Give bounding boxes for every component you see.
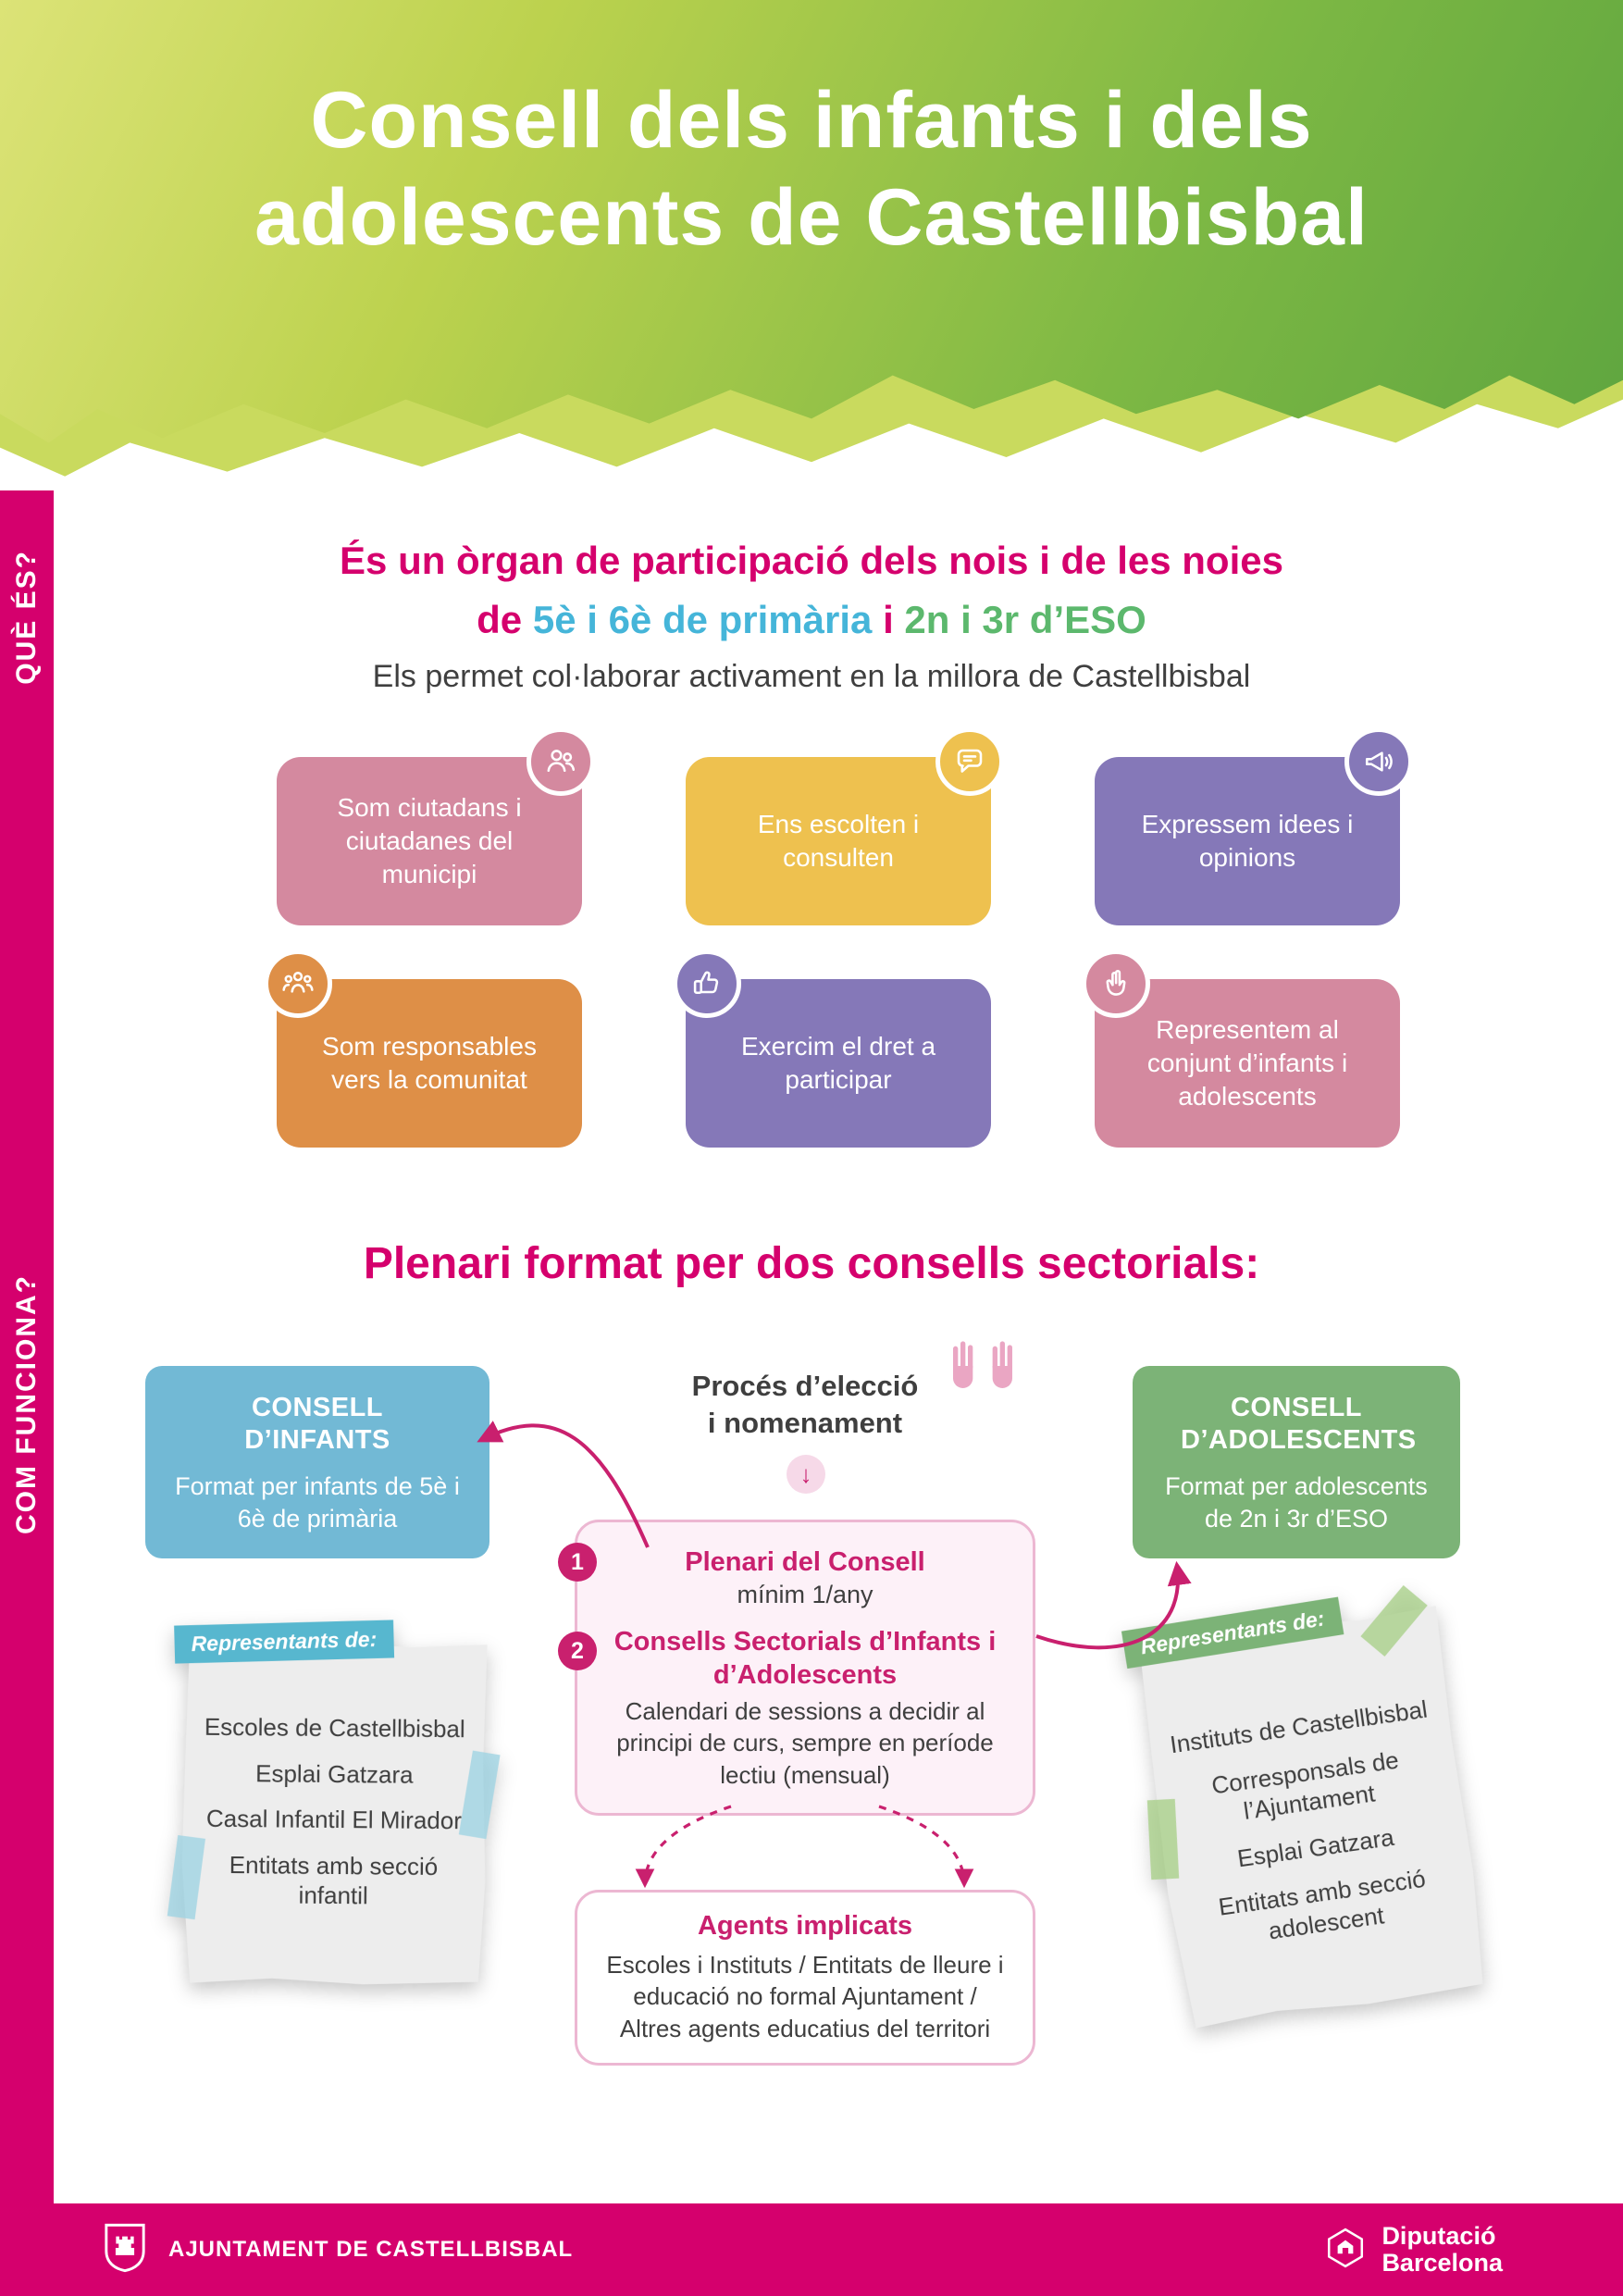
card-expressem: Expressem idees i opinions bbox=[1095, 727, 1413, 925]
plenari-box: 1 2 Plenari del Consell mínim 1/any Cons… bbox=[558, 1520, 1035, 1817]
representants-adolescents-list: Instituts de Castellbisbal Corresponsals… bbox=[1159, 1678, 1465, 1972]
card-representem: Representem al conjunt d’infants i adole… bbox=[1082, 949, 1400, 1148]
card-expressem-label: Expressem idees i opinions bbox=[1141, 810, 1354, 872]
card-escolten: Ens escolten i consulten bbox=[686, 727, 1004, 925]
consell-infants-box: CONSELL D’INFANTS Format per infants de … bbox=[145, 1366, 489, 1558]
consell-adolescents-desc: Format per adolescents de 2n i 3r d’ESO bbox=[1165, 1471, 1428, 1533]
value-cards: Som ciutadans i ciutadanes del municipi … bbox=[54, 727, 1623, 1201]
plenari-item2-sub: Calendari de sessions a decidir al princ… bbox=[616, 1697, 994, 1789]
card-responsables: Som responsables vers la comunitat bbox=[264, 949, 582, 1148]
consell-adolescents-title: CONSELL D’ADOLESCENTS bbox=[1181, 1393, 1417, 1456]
left-section-strip: QUÈ ÉS? COM FUNCIONA? bbox=[0, 490, 54, 2203]
list-item: Escoles de Castellbisbal bbox=[204, 1712, 465, 1744]
card-ciutadans: Som ciutadans i ciutadanes del municipi bbox=[277, 727, 595, 925]
card-ciutadans-label: Som ciutadans i ciutadanes del municipi bbox=[337, 793, 522, 888]
card-exercim: Exercim el dret a participar bbox=[673, 949, 991, 1148]
card-responsables-label: Som responsables vers la comunitat bbox=[322, 1032, 537, 1094]
consell-infants-title: CONSELL D’INFANTS bbox=[244, 1393, 390, 1456]
card-exercim-label: Exercim el dret a participar bbox=[740, 1032, 936, 1094]
victory-hand-icon bbox=[1082, 949, 1150, 1018]
down-arrow-icon: ↓ bbox=[787, 1455, 825, 1494]
megaphone-icon bbox=[1344, 727, 1413, 796]
ajuntament-label: AJUNTAMENT DE CASTELLBISBAL bbox=[168, 2237, 574, 2262]
diputacio-emblem-icon bbox=[1324, 2227, 1367, 2274]
intro-line2: de 5è i 6è de primària i 2n i 3r d’ESO bbox=[0, 598, 1623, 642]
value-cards-row1: Som ciutadans i ciutadanes del municipi … bbox=[54, 727, 1623, 925]
proces-line2: i nomenament bbox=[707, 1407, 903, 1440]
intro-primaria: 5è i 6è de primària bbox=[532, 598, 873, 641]
proces-eleccio-title: Procés d’elecció i nomenament bbox=[601, 1368, 1009, 1443]
card-escolten-label: Ens escolten i consulten bbox=[757, 810, 920, 872]
agents-title: Agents implicats bbox=[697, 1911, 913, 1941]
consell-adolescents-box: CONSELL D’ADOLESCENTS Format per adolesc… bbox=[1133, 1366, 1460, 1558]
section-label-com-funciona-text: COM FUNCIONA? bbox=[11, 1274, 42, 1534]
community-icon bbox=[264, 949, 332, 1018]
footer-bar: AJUNTAMENT DE CASTELLBISBAL Diputació Ba… bbox=[0, 2203, 1623, 2296]
agents-desc: Escoles i Instituts / Entitats de lleure… bbox=[606, 1951, 1004, 2042]
step-1-badge: 1 bbox=[558, 1543, 597, 1582]
intro-line3: Els permet col·laborar activament en la … bbox=[372, 659, 1251, 694]
castle-shield-icon bbox=[102, 2222, 148, 2278]
representants-infants-note: Representants de: Escoles de Castellbisb… bbox=[167, 1620, 501, 1986]
speech-bubble-icon bbox=[935, 727, 1004, 796]
diputacio-label: Diputació Barcelona bbox=[1381, 2221, 1503, 2277]
list-item: Casal Infantil El Mirador bbox=[205, 1804, 463, 1835]
section2-heading: Plenari format per dos consells sectoria… bbox=[363, 1239, 1260, 1288]
raised-hands-icon bbox=[946, 1340, 1020, 1399]
plenari-item1-sub: mínim 1/any bbox=[737, 1581, 873, 1609]
page-title-line2: adolescents de Castellbisbal bbox=[254, 172, 1369, 262]
citizens-icon bbox=[527, 727, 595, 796]
list-item: Esplai Gatzara bbox=[254, 1758, 414, 1789]
intro-i: i bbox=[883, 598, 894, 641]
diputacio-line1: Diputació bbox=[1381, 2221, 1496, 2250]
thumbs-up-icon bbox=[673, 949, 741, 1018]
representants-infants-list: Escoles de Castellbisbal Esplai Gatzara … bbox=[198, 1696, 470, 1928]
section-label-com-funciona: COM FUNCIONA? bbox=[0, 1245, 54, 1564]
list-item: Entitats amb secció infantil bbox=[229, 1850, 439, 1910]
card-representem-label: Representem al conjunt d’infants i adole… bbox=[1146, 1015, 1348, 1111]
intro-line1: És un òrgan de participació dels nois i … bbox=[340, 539, 1283, 582]
proces-line1: Procés d’elecció bbox=[691, 1370, 919, 1402]
page-title-line1: Consell dels infants i dels bbox=[310, 76, 1313, 165]
intro-de: de bbox=[477, 598, 523, 641]
plenari-item1-title: Plenari del Consell bbox=[685, 1547, 925, 1577]
step-2-badge: 2 bbox=[558, 1632, 597, 1670]
intro-eso: 2n i 3r d’ESO bbox=[904, 598, 1146, 641]
representants-infants-badge: Representants de: bbox=[174, 1620, 394, 1664]
header-banner bbox=[0, 0, 1623, 443]
ajuntament-logo: AJUNTAMENT DE CASTELLBISBAL bbox=[102, 2222, 573, 2278]
diputacio-line2: Barcelona bbox=[1381, 2249, 1503, 2277]
diputacio-logo: Diputació Barcelona bbox=[1324, 2221, 1503, 2277]
agents-implicats-box: Agents implicats Escoles i Instituts / E… bbox=[575, 1890, 1035, 2066]
value-cards-row2: Som responsables vers la comunitat Exerc… bbox=[54, 949, 1623, 1148]
representants-adolescents-note: Representants de: Instituts de Castellbi… bbox=[1121, 1584, 1489, 2029]
consell-infants-desc: Format per infants de 5è i 6è de primàri… bbox=[175, 1471, 460, 1533]
plenari-item2-title: Consells Sectorials d’Infants i d’Adoles… bbox=[613, 1627, 997, 1690]
page-title: Consell dels infants i dels adolescents … bbox=[0, 72, 1623, 267]
